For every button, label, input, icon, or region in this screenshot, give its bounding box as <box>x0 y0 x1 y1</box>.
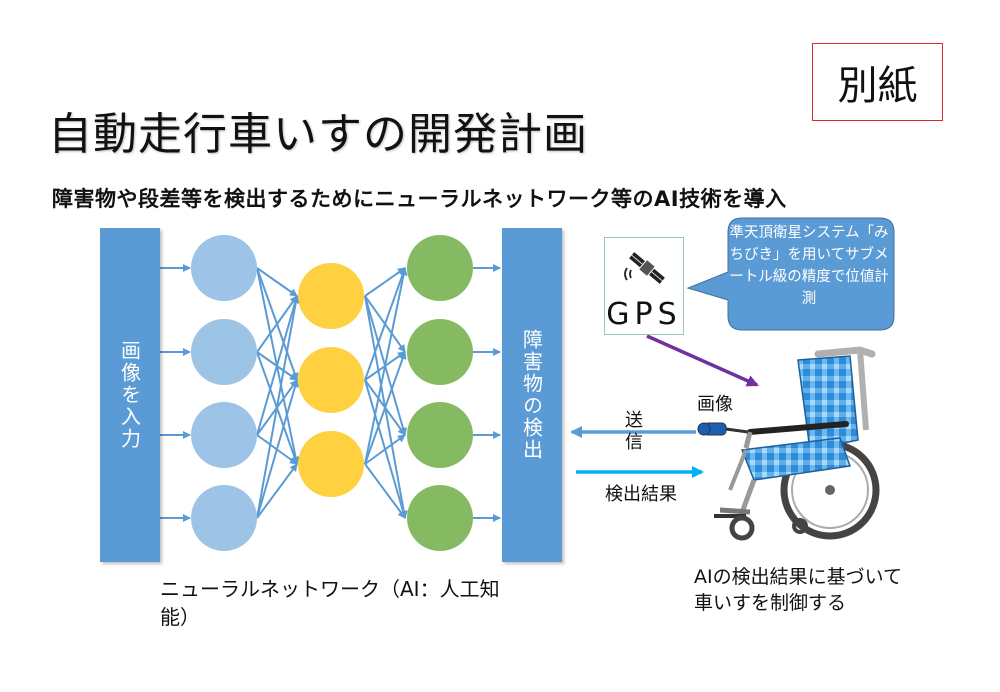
output-arrows <box>473 264 501 522</box>
layer-3-nodes <box>407 235 473 551</box>
page-title: 自動走行車いすの開発計画 <box>48 109 588 160</box>
node <box>407 485 473 551</box>
output-bar: 障害物の検出 <box>502 228 562 562</box>
callout-bubble <box>686 217 895 331</box>
connections-1-2 <box>256 267 300 519</box>
control-description: AIの検出結果に基づいて車いすを制御する <box>694 566 903 614</box>
input-bar: 画像を入力 <box>100 228 160 562</box>
layer-2-nodes <box>298 263 364 497</box>
node <box>298 431 364 497</box>
wheelchair-icon <box>697 346 880 541</box>
network-caption: ニューラルネットワーク（AI：人工知能） <box>160 577 500 629</box>
node <box>191 402 257 468</box>
layer-1-nodes <box>191 235 257 551</box>
connections-2-3 <box>364 267 408 519</box>
input-arrows <box>160 264 191 522</box>
page-subtitle: 障害物や段差等を検出するためにニューラルネットワーク等のAI技術を導入 <box>52 187 787 211</box>
result-label: 検出結果 <box>605 484 677 505</box>
gps-arrow <box>646 334 759 387</box>
node <box>191 235 257 301</box>
node <box>191 485 257 551</box>
gps-callout-text: 準天頂衛星システム「みちびき」を用いてサブメートル級の精度で位値計測 <box>729 225 889 307</box>
image-label: 画像 <box>697 394 733 415</box>
node <box>298 263 364 329</box>
node <box>407 319 473 385</box>
gps-box <box>604 237 684 335</box>
satellite-icon <box>624 252 665 284</box>
node <box>407 235 473 301</box>
node <box>298 347 364 413</box>
stamp-attachment: 別紙 <box>812 43 943 121</box>
node <box>191 319 257 385</box>
send-label: 送信 <box>625 410 643 453</box>
gps-label: GPS <box>606 297 682 332</box>
node <box>407 402 473 468</box>
